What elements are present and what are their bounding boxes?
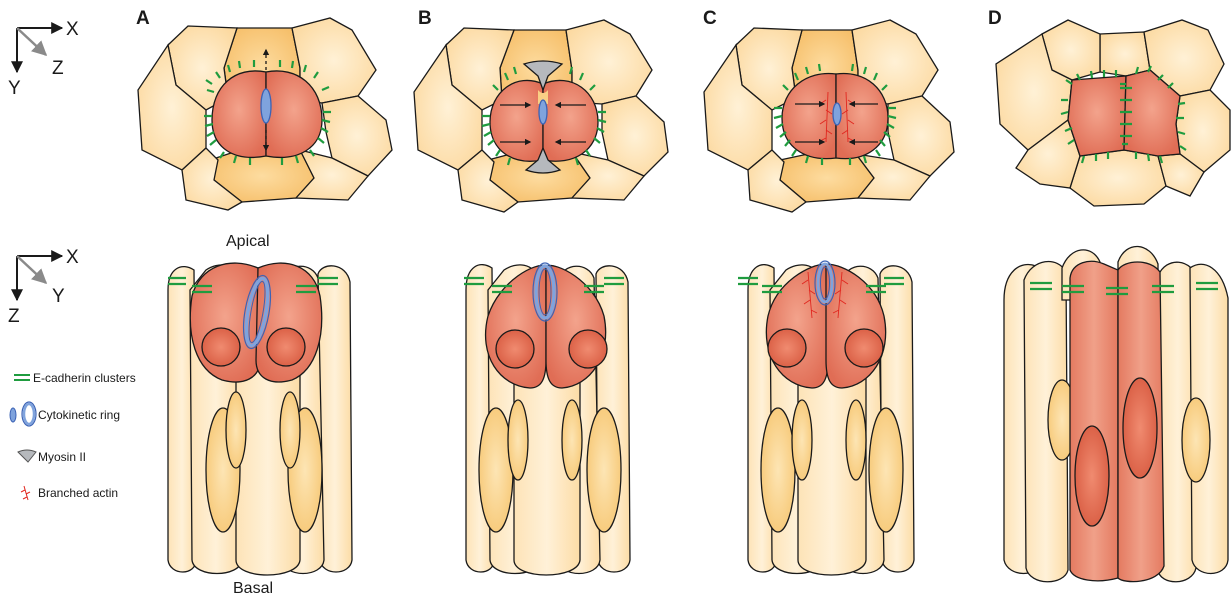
legend-label: Cytokinetic ring — [38, 408, 120, 422]
axes-top: X Y Z — [8, 19, 79, 99]
neighbor-cell — [1100, 32, 1150, 76]
panel-label-c: C — [703, 8, 717, 29]
neighbor-nucleus — [869, 408, 903, 532]
panel-c-apical-view — [704, 20, 954, 212]
axis-y-label: Y — [52, 286, 65, 307]
neighbor-nucleus — [562, 400, 582, 480]
neighbor-nucleus — [792, 400, 812, 480]
nucleus — [496, 330, 534, 368]
branched-actin-icon — [21, 486, 30, 500]
nucleus — [267, 328, 305, 366]
legend-item: Branched actin — [21, 486, 118, 500]
panel-label-d: D — [988, 8, 1002, 29]
axes-bottom: X Y Z — [8, 247, 79, 327]
axis-z-label: Z — [52, 58, 64, 79]
neighbor-nucleus — [280, 392, 300, 468]
panel-a-side-view — [168, 263, 352, 575]
apical-label: Apical — [226, 233, 270, 250]
neighbor-nucleus — [1182, 398, 1210, 482]
basal-label: Basal — [233, 580, 273, 597]
legend: E-cadherin clusters Cytokinetic ring Myo… — [10, 371, 136, 500]
legend-label: Myosin II — [38, 450, 86, 464]
panel-a-apical-view — [138, 18, 392, 210]
panel-label-a: A — [136, 8, 150, 29]
nucleus — [845, 329, 883, 367]
neighbor-nucleus — [846, 400, 866, 480]
axis-y-label: Y — [8, 78, 21, 99]
axis-x-label: X — [66, 247, 79, 268]
axis-x-label: X — [66, 19, 79, 40]
dividing-cell-left — [1068, 76, 1126, 156]
panel-b-apical-view — [414, 20, 668, 212]
panel-c-side-view — [748, 261, 914, 575]
panel-b-side-view — [466, 263, 630, 575]
panel-label-b: B — [418, 8, 432, 29]
myosin-icon — [18, 450, 36, 462]
panel-d-side-view — [1004, 246, 1228, 581]
dividing-cell-left — [1070, 261, 1118, 580]
nucleus — [1123, 378, 1157, 478]
legend-item: Cytokinetic ring — [10, 402, 120, 426]
neighbor-nucleus — [761, 408, 795, 532]
neighbor-nucleus — [587, 408, 621, 532]
panel-d-apical-view — [996, 20, 1230, 206]
nucleus — [768, 329, 806, 367]
cytokinetic-ring — [539, 100, 547, 124]
nucleus — [202, 328, 240, 366]
neighbor-nucleus — [508, 400, 528, 480]
axis-z-label: Z — [8, 306, 20, 327]
e-cadherin-icon — [14, 375, 30, 380]
neighbor-nucleus — [226, 392, 246, 468]
nucleus — [1075, 426, 1109, 526]
cytokinetic-ring-icon — [10, 402, 36, 426]
legend-label: E-cadherin clusters — [33, 371, 136, 385]
legend-item: E-cadherin clusters — [14, 371, 136, 385]
cytokinetic-ring — [261, 89, 271, 123]
nucleus — [569, 330, 607, 368]
legend-label: Branched actin — [38, 486, 118, 500]
cytokinetic-ring — [833, 103, 841, 125]
legend-item: Myosin II — [18, 450, 86, 464]
